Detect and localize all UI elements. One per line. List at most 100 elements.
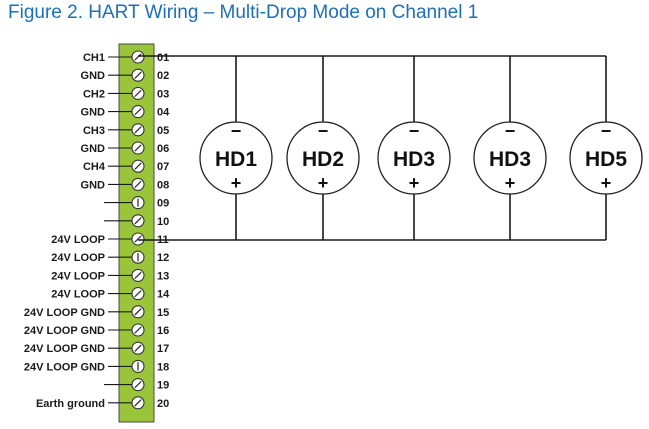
negative-terminal-symbol: − [231, 121, 242, 141]
terminal-number: 10 [157, 216, 169, 228]
terminal-16: 24V LOOP GND 16 [24, 323, 169, 337]
screw-slot [134, 89, 142, 98]
screw-slot [134, 344, 142, 352]
terminal-number: 12 [157, 252, 169, 264]
terminal-label: GND [81, 179, 106, 191]
terminal-number: 20 [157, 398, 169, 410]
screw-slot [134, 71, 142, 79]
positive-terminal-symbol: + [231, 173, 242, 193]
hart-device-3: − HD3+ [377, 56, 451, 240]
terminal-label: 24V LOOP GND [24, 343, 105, 355]
screw-slot [134, 399, 142, 407]
screw-slot [134, 107, 142, 116]
device-list: −HD1+−HD2+−HD3+−HD3+−HD5+ [199, 56, 643, 240]
device-label: HD3 [393, 148, 435, 171]
terminal-13: 24V LOOP 13 [51, 268, 169, 282]
negative-terminal-symbol: − [505, 121, 516, 141]
terminal-label: GND [81, 107, 106, 119]
hart-device-1: − HD1+ [199, 56, 273, 240]
negative-terminal-symbol: − [318, 121, 329, 141]
screw-slot [134, 53, 142, 61]
screw-slot [134, 126, 142, 134]
screw-slot [134, 144, 142, 152]
terminal-label: 24V LOOP [51, 289, 105, 301]
device-circle [473, 121, 547, 195]
negative-terminal-symbol: − [601, 121, 612, 141]
terminal-number: 05 [157, 125, 169, 137]
terminal-label: CH1 [83, 52, 105, 64]
hart-device-5: − HD5+ [569, 56, 643, 240]
terminal-number: 02 [157, 70, 169, 82]
terminal-17: 24V LOOP GND 17 [24, 341, 169, 355]
terminal-12: 24V LOOP 12 [51, 250, 169, 264]
hart-device-4: − HD3+ [473, 56, 547, 240]
negative-terminal-symbol: − [409, 121, 420, 141]
device-circle [569, 121, 643, 195]
terminal-label: 24V LOOP GND [24, 307, 105, 319]
positive-terminal-symbol: + [505, 173, 516, 193]
terminal-label: Earth ground [36, 398, 105, 410]
device-circle [377, 121, 451, 195]
terminal-label: GND [81, 143, 106, 155]
terminal-label: CH2 [83, 88, 105, 100]
terminal-06: GND 06 [81, 141, 169, 155]
terminal-18: 24V LOOP GND 18 [24, 359, 169, 373]
terminal-01: CH1 01 [83, 50, 169, 64]
terminal-19: 19 [104, 378, 169, 392]
terminal-number: 18 [157, 361, 169, 373]
device-label: HD2 [302, 148, 344, 171]
terminal-number: 03 [157, 88, 169, 100]
terminal-number: 07 [157, 161, 169, 173]
screw-slot [134, 308, 142, 316]
terminal-09: 09 [104, 196, 169, 210]
bus-wires [138, 55, 606, 241]
terminal-label: 24V LOOP [51, 234, 105, 246]
screw-slot [134, 289, 142, 298]
positive-terminal-symbol: + [409, 173, 420, 193]
terminal-label: 24V LOOP [51, 252, 105, 264]
device-circle [199, 121, 273, 195]
screw-slot [134, 271, 142, 280]
terminal-number: 19 [157, 380, 169, 392]
terminal-07: CH4 07 [83, 159, 169, 173]
terminal-10: 10 [104, 214, 169, 228]
screw-slot [134, 235, 142, 243]
hart-device-2: − HD2+ [286, 56, 360, 240]
terminal-02: GND 02 [81, 68, 169, 82]
terminal-03: CH2 03 [83, 86, 169, 100]
terminal-number: 06 [157, 143, 169, 155]
terminal-04: GND 04 [81, 105, 170, 119]
terminal-number: 13 [157, 270, 169, 282]
terminal-number: 08 [157, 179, 169, 191]
terminal-label: 24V LOOP GND [24, 325, 105, 337]
figure-title: Figure 2. HART Wiring – Multi-Drop Mode … [8, 2, 479, 23]
terminal-05: CH3 05 [83, 123, 169, 137]
screw-slot [134, 162, 142, 170]
terminal-label: GND [81, 70, 106, 82]
positive-terminal-symbol: + [318, 173, 329, 193]
terminal-number: 14 [157, 289, 170, 301]
device-label: HD1 [215, 148, 257, 171]
terminal-label: 24V LOOP GND [24, 361, 105, 373]
device-label: HD5 [585, 148, 627, 171]
terminal-15: 24V LOOP GND 15 [24, 305, 169, 319]
terminal-number: 01 [157, 52, 169, 64]
terminal-number: 15 [157, 307, 169, 319]
positive-terminal-symbol: + [601, 173, 612, 193]
device-label: HD3 [489, 148, 531, 171]
screw-slot [134, 217, 142, 225]
terminal-label: CH3 [83, 125, 105, 137]
screw-slot [134, 180, 142, 189]
screw-slot [134, 380, 142, 389]
terminal-label: CH4 [83, 161, 106, 173]
screw-slot [134, 326, 142, 334]
terminal-number: 16 [157, 325, 169, 337]
terminal-number: 04 [157, 107, 170, 119]
terminal-number: 17 [157, 343, 169, 355]
device-circle [286, 121, 360, 195]
terminal-20: Earth ground 20 [36, 396, 169, 410]
terminal-label: 24V LOOP [51, 270, 105, 282]
terminal-08: GND 08 [81, 177, 169, 191]
